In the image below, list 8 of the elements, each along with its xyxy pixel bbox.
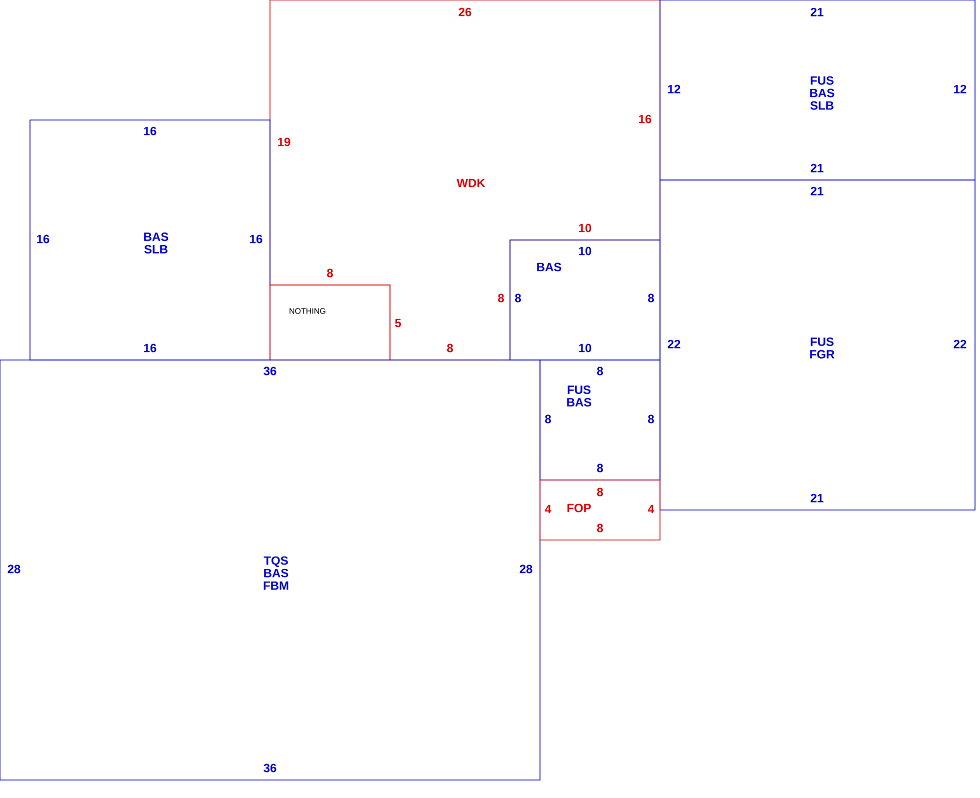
room: FOP 8 4 4 8	[540, 480, 660, 540]
room: FUS FGR 21 22 22 21	[660, 180, 976, 510]
room: NOTHING	[270, 284, 390, 360]
room: BAS SLB 16 16 16 16	[30, 120, 270, 360]
room: FUS BAS SLB 21 12 12 21	[660, 0, 976, 180]
room: FUS BAS 8 8 8 8	[540, 360, 660, 480]
room: BAS 10 8 8 10	[510, 240, 660, 360]
room: TQS BAS FBM 36 28 28 36	[0, 360, 540, 780]
